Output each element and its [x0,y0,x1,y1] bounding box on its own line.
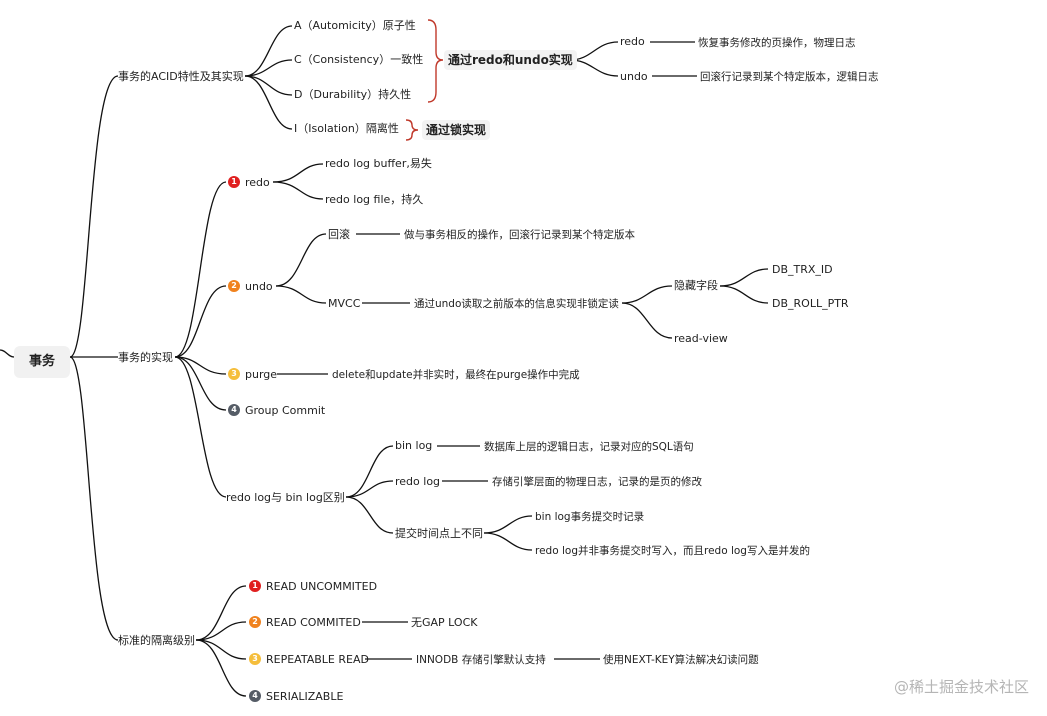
priority-3-icon: 3 [249,653,261,665]
link-root-acid [69,75,119,358]
node-serializable[interactable]: SERIALIZABLE [266,690,344,703]
priority-1-icon: 1 [249,580,261,592]
node-impl[interactable]: 事务的实现 [118,351,173,364]
brace-redo-undo [427,19,444,103]
link-root-left [0,349,15,358]
node-acid-redo[interactable]: redo [620,35,645,48]
node-purge-desc[interactable]: delete和update并非实时，最终在purge操作中完成 [332,369,580,381]
node-read-uncommited[interactable]: READ UNCOMMITED [266,580,378,593]
node-read-view[interactable]: read-view [674,332,728,345]
priority-3-icon: 3 [228,368,240,380]
root-node[interactable]: 事务 [14,346,70,378]
node-redo-log-buffer[interactable]: redo log buffer,易失 [325,157,432,170]
node-acid-a[interactable]: A（Automicity）原子性 [294,19,416,32]
priority-2-icon: 2 [228,280,240,292]
node-hidden-fields[interactable]: 隐藏字段 [674,279,718,292]
node-innodb-default[interactable]: INNODB 存储引擎默认支持 [416,654,546,666]
node-acid[interactable]: 事务的ACID特性及其实现 [118,70,244,83]
watermark: @稀土掘金技术社区 [893,678,1029,696]
node-mvcc-desc[interactable]: 通过undo读取之前版本的信息实现非锁定读 [414,298,619,310]
node-bin-log-desc[interactable]: 数据库上层的逻辑日志，记录对应的SQL语句 [484,441,694,453]
node-next-key[interactable]: 使用NEXT-KEY算法解决幻读问题 [603,654,759,666]
node-acid-redo-desc[interactable]: 恢复事务修改的页操作，物理日志 [698,37,856,49]
node-acid-c[interactable]: C（Consistency）一致性 [294,53,424,66]
node-redo-undo-impl[interactable]: 通过redo和undo实现 [444,50,577,70]
priority-2-icon: 2 [249,616,261,628]
node-commit-time[interactable]: 提交时间点上不同 [395,527,483,540]
node-impl-redo[interactable]: redo [245,176,270,189]
node-lock-impl[interactable]: 通过锁实现 [422,120,491,140]
link-root-isolation [69,356,119,641]
node-mvcc[interactable]: MVCC [328,297,361,310]
node-group-commit[interactable]: Group Commit [245,404,326,417]
node-acid-undo-desc[interactable]: 回滚行记录到某个特定版本，逻辑日志 [700,71,879,83]
node-db-trx-id[interactable]: DB_TRX_ID [772,263,833,276]
node-acid-d[interactable]: D（Durability）持久性 [294,88,412,101]
node-no-gap-lock[interactable]: 无GAP LOCK [411,616,478,629]
node-impl-undo[interactable]: undo [245,280,273,293]
node-read-commited[interactable]: READ COMMITED [266,616,361,629]
node-redo-log[interactable]: redo log [395,475,441,488]
node-bin-log-commit[interactable]: bin log事务提交时记录 [535,511,645,523]
node-purge[interactable]: purge [245,368,278,381]
node-acid-i[interactable]: I（Isolation）隔离性 [294,122,399,135]
node-redo-log-file[interactable]: redo log file，持久 [325,193,424,206]
node-bin-log[interactable]: bin log [395,439,433,452]
node-redo-bin-diff[interactable]: redo log与 bin log区别 [226,491,345,504]
priority-4-icon: 4 [249,690,261,702]
node-redo-log-commit[interactable]: redo log并非事务提交时写入，而且redo log写入是并发的 [535,545,810,557]
node-db-roll-ptr[interactable]: DB_ROLL_PTR [772,297,849,310]
node-rollback[interactable]: 回滚 [328,228,350,241]
node-rollback-desc[interactable]: 做与事务相反的操作，回滚行记录到某个特定版本 [404,229,635,241]
node-acid-undo[interactable]: undo [620,70,648,83]
brace-lock [405,119,419,141]
node-isolation[interactable]: 标准的隔离级别 [118,634,195,647]
priority-4-icon: 4 [228,404,240,416]
node-repeatable-read[interactable]: REPEATABLE READ [266,653,369,666]
node-redo-log-desc[interactable]: 存储引擎层面的物理日志，记录的是页的修改 [492,476,702,488]
priority-1-icon: 1 [228,176,240,188]
